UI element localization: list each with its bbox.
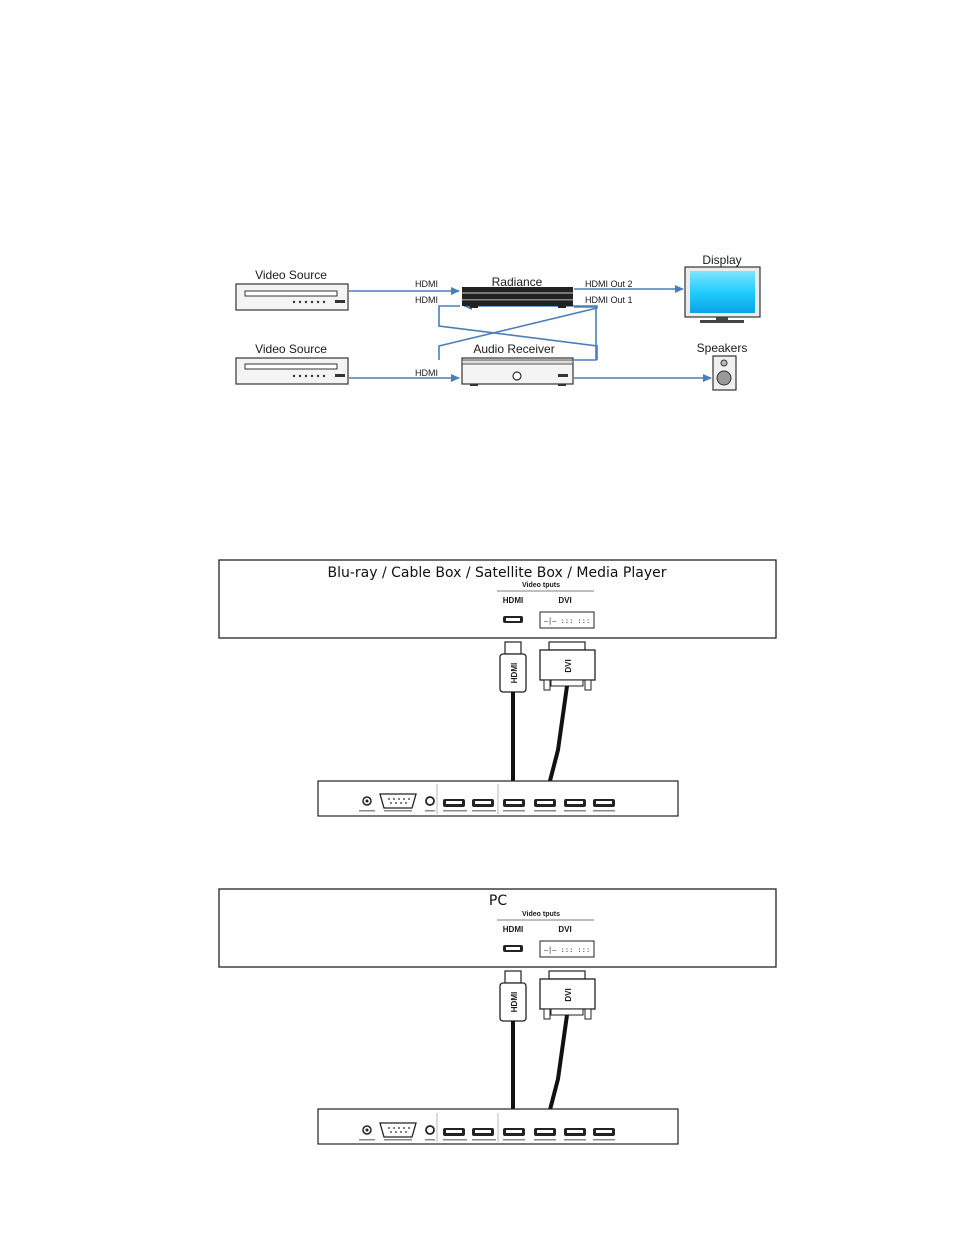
source-connection-diagram: Blu-ray / Cable Box / Satellite Box / Me… xyxy=(219,560,776,816)
speakers-label: Speakers xyxy=(697,341,748,355)
hdmi-out1-label: HDMI Out 1 xyxy=(585,295,633,305)
radiance-device xyxy=(462,287,573,308)
video-source-bottom xyxy=(236,358,348,384)
hdmi-plug-label: HDMI xyxy=(510,663,519,683)
pc-hdmi-port-label: HDMI xyxy=(503,925,523,934)
source-device-title: Blu-ray / Cable Box / Satellite Box / Me… xyxy=(328,565,667,581)
pc-dvi-port-label: DVI xyxy=(558,925,571,934)
radiance-back-panel xyxy=(318,781,678,816)
svg-text:–|– ::: :::: –|– ::: ::: xyxy=(544,617,590,625)
dvi-port: –|– ::: ::: xyxy=(540,612,594,628)
hdmi-out2-label: HDMI Out 2 xyxy=(585,279,633,289)
radiance-label: Radiance xyxy=(492,275,543,289)
svg-text:–|– ::: :::: –|– ::: ::: xyxy=(544,946,590,954)
pc-dvi-plug-label: DVI xyxy=(564,988,573,1001)
pc-dvi-port: –|– ::: ::: xyxy=(540,941,594,957)
display-label: Display xyxy=(702,253,741,267)
radiance-out1-to-receiver-line xyxy=(574,307,596,360)
dvi-port-label: DVI xyxy=(558,596,571,605)
hdmi-port-label: HDMI xyxy=(503,596,523,605)
video-source-top-label: Video Source xyxy=(255,268,327,282)
signal-flow-diagram: Video Source Video Source Radiance xyxy=(236,253,760,390)
video-outputs-label: Video tputs xyxy=(522,582,560,589)
display-icon xyxy=(685,267,760,323)
speaker-icon xyxy=(713,356,736,390)
pc-connection-diagram: PC Video tputs HDMI DVI –|– ::: ::: HDMI… xyxy=(219,889,776,1144)
audio-receiver-label: Audio Receiver xyxy=(473,342,554,356)
hdmi-in-mid-label: HDMI xyxy=(415,295,438,305)
pc-radiance-back-panel xyxy=(318,1109,678,1144)
dvi-plug-label: DVI xyxy=(564,659,573,672)
video-source-bottom-label: Video Source xyxy=(255,342,327,356)
pc-device-title: PC xyxy=(489,893,507,909)
video-source-top xyxy=(236,284,348,310)
pc-video-outputs-label: Video tputs xyxy=(522,911,560,918)
hdmi-in-top-label: HDMI xyxy=(415,279,438,289)
audio-receiver-device xyxy=(462,358,573,386)
hdmi-in-bottom-label: HDMI xyxy=(415,368,438,378)
pc-hdmi-plug-label: HDMI xyxy=(510,992,519,1012)
